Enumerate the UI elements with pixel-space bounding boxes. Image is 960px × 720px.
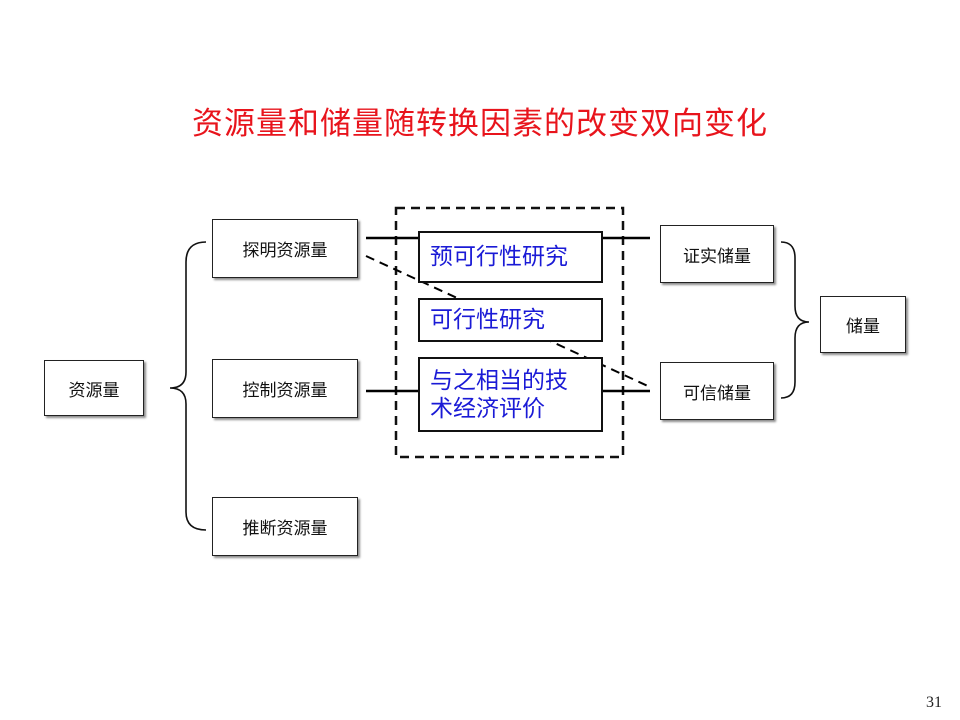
feasibility-label: 可行性研究	[430, 307, 545, 333]
box-explored-resource: 探明资源量	[212, 219, 358, 278]
box-reserve: 储量	[820, 296, 906, 353]
box-feasibility-study: 可行性研究	[418, 298, 603, 342]
reserve-label: 储量	[846, 317, 880, 337]
equivalent-label-line1: 与之相当的技	[430, 367, 568, 394]
prefeasibility-label: 预可行性研究	[430, 244, 568, 270]
controlled-resource-label: 控制资源量	[242, 381, 328, 401]
slide-title: 资源量和储量随转换因素的改变双向变化	[192, 106, 768, 142]
box-probable-reserve: 可信储量	[660, 362, 774, 420]
box-prefeasibility-study: 预可行性研究	[418, 231, 603, 283]
box-resource: 资源量	[44, 360, 144, 416]
probable-reserve-label: 可信储量	[683, 383, 751, 404]
box-inferred-resource: 推断资源量	[212, 497, 358, 556]
equivalent-label-line2: 术经济评价	[430, 395, 545, 422]
left-bracket	[169, 241, 207, 531]
resource-label: 资源量	[68, 380, 120, 401]
proven-reserve-label: 证实储量	[683, 246, 751, 267]
box-equivalent-evaluation: 与之相当的技 术经济评价	[418, 357, 603, 432]
box-proven-reserve: 证实储量	[660, 225, 774, 283]
right-bracket	[780, 241, 810, 399]
explored-resource-label: 探明资源量	[242, 241, 328, 261]
box-controlled-resource: 控制资源量	[212, 359, 358, 418]
study-group-dashed-frame	[394, 206, 625, 459]
page-number: 31	[926, 694, 942, 711]
inferred-resource-label: 推断资源量	[242, 519, 328, 539]
